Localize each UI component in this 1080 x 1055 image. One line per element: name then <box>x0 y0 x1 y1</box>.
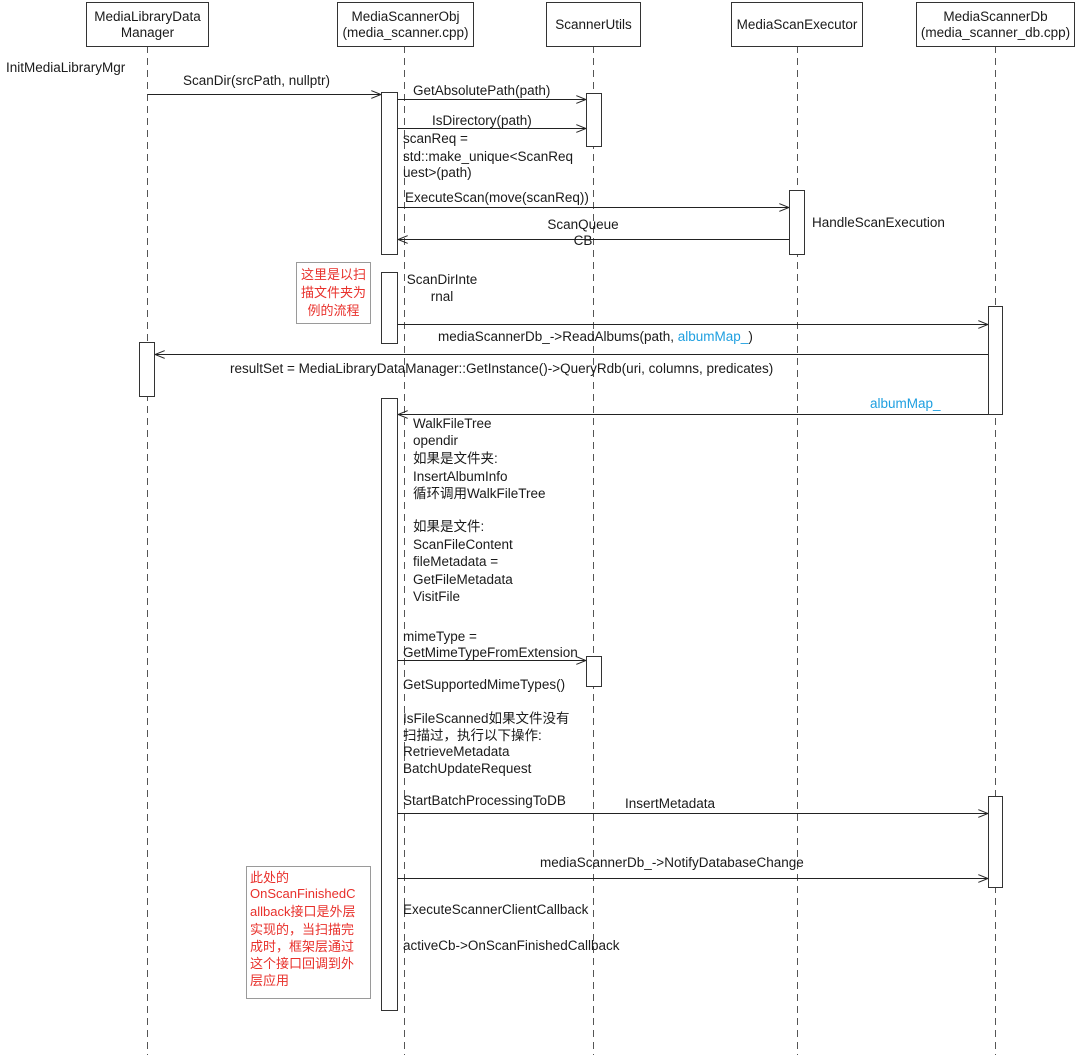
participant-media-scan-executor: MediaScanExecutor <box>731 2 863 47</box>
message-label-notify-database-change: mediaScannerDb_->NotifyDatabaseChange <box>540 855 804 870</box>
message-label-line: CB <box>574 233 593 248</box>
note-callback: 此处的 OnScanFinishedC allback接口是外层 实现的，当扫描… <box>246 866 371 999</box>
participant-name-line: ScannerUtils <box>555 17 632 32</box>
activation-bar-media-scanner-db <box>988 306 1003 415</box>
note-text-line: 实现的，当扫描完 <box>250 922 354 937</box>
message-label-line: opendir <box>413 433 459 448</box>
activation-bar-media-scanner-obj <box>381 398 398 1011</box>
message-label-on-scan-finished-callback: activeCb->OnScanFinishedCallback <box>403 938 620 953</box>
message-label-album-map-return: albumMap_ <box>870 396 941 411</box>
note-text-line: 成时，框架层通过 <box>250 939 354 954</box>
activation-bar-media-scan-executor <box>789 190 805 255</box>
note-text-line: 这个接口回调到外 <box>250 956 354 971</box>
participant-name-line: (media_scanner.cpp) <box>342 25 468 40</box>
participant-box <box>337 2 474 47</box>
message-label-line: IsFileScanned如果文件没有 <box>403 711 570 726</box>
message-label-line: GetFileMetadata <box>413 572 513 587</box>
message-label-execute-scan: ExecuteScan(move(scanReq)) <box>405 190 589 205</box>
note-text-line: 描文件夹为 <box>301 285 366 300</box>
participant-name-line: MediaScanExecutor <box>737 17 858 32</box>
message-label-is-directory: IsDirectory(path) <box>432 113 532 128</box>
participant-box <box>731 2 863 47</box>
message-label-start-batch-processing: StartBatchProcessingToDB <box>403 793 566 808</box>
message-label-line: WalkFileTree <box>413 416 492 431</box>
message-label-scan-dir: ScanDir(srcPath, nullptr) <box>183 73 330 88</box>
message-label-line: GetMimeTypeFromExtension <box>403 645 578 660</box>
activation-bar-scanner-utils <box>586 656 602 687</box>
message-label-scan-dir-internal: ScanDirInte rnal <box>407 272 478 304</box>
message-label-line: mimeType = <box>403 629 477 644</box>
participant-box <box>546 2 641 47</box>
message-label-query-rdb: resultSet = MediaLibraryDataManager::Get… <box>230 361 773 376</box>
note-scan-folder: 这里是以扫 描文件夹为 例的流程 <box>296 262 371 324</box>
note-text-line: 这里是以扫 <box>301 267 366 282</box>
message-label-line: 如果是文件: <box>413 519 484 534</box>
message-label-scan-queue-cb: ScanQueue CB <box>547 217 618 248</box>
note-box <box>296 262 371 324</box>
participant-media-library-data-manager: MediaLibraryData Manager <box>86 2 209 47</box>
message-label-read-albums: mediaScannerDb_->ReadAlbums(path, albumM… <box>438 329 753 344</box>
message-label-line: 如果是文件夹: <box>413 451 498 466</box>
participant-box <box>86 2 209 47</box>
message-label-line: ScanFileContent <box>413 537 513 552</box>
message-label-line: fileMetadata = <box>413 554 498 569</box>
message-label-line: rnal <box>431 289 454 304</box>
message-label-line: std::make_unique<ScanReq <box>403 149 573 164</box>
activation-bar-media-library-data-manager <box>139 342 155 397</box>
message-label-is-file-scanned: IsFileScanned如果文件没有 扫描过，执行以下操作: Retrieve… <box>403 711 570 776</box>
note-text-line: 此处的 <box>250 870 289 885</box>
message-label-line: RetrieveMetadata <box>403 744 510 759</box>
activation-bar-scanner-utils <box>586 93 602 147</box>
activation-bars <box>139 92 1003 1011</box>
activation-bar-media-scanner-obj <box>381 272 398 344</box>
message-label-insert-metadata: InsertMetadata <box>625 796 716 811</box>
note-text-line: 层应用 <box>250 973 289 988</box>
note-text-line: OnScanFinishedC <box>250 886 356 901</box>
participant-name-line: MediaScannerObj <box>351 9 459 24</box>
message-label-mime-type: mimeType = GetMimeTypeFromExtension <box>403 629 578 660</box>
activation-bar-media-scanner-obj <box>381 92 398 255</box>
message-label-line: ScanDirInte <box>407 272 478 287</box>
message-arrows <box>147 95 988 879</box>
message-label-get-absolute-path: GetAbsolutePath(path) <box>413 83 550 98</box>
message-label-line: 循环调用WalkFileTree <box>413 486 546 501</box>
participant-name-line: MediaScannerDb <box>943 9 1047 24</box>
message-label-read-albums-suffix: ) <box>748 329 753 344</box>
message-label-scan-req: scanReq = std::make_unique<ScanReq uest>… <box>403 131 573 180</box>
message-label-line: 扫描过，执行以下操作: <box>403 728 542 743</box>
message-label-read-albums-highlight: albumMap_ <box>678 329 749 344</box>
note-box <box>246 866 371 999</box>
participant-media-scanner-obj: MediaScannerObj (media_scanner.cpp) <box>337 2 474 47</box>
message-label-line: ScanQueue <box>547 217 618 232</box>
participant-scanner-utils: ScannerUtils <box>546 2 641 47</box>
message-label-handle-scan-execution: HandleScanExecution <box>812 215 945 230</box>
participant-name-line: (media_scanner_db.cpp) <box>921 25 1070 40</box>
message-label-line: InsertAlbumInfo <box>413 469 508 484</box>
message-label-line: scanReq = <box>403 131 468 146</box>
message-label-get-supported-mime-types: GetSupportedMimeTypes() <box>403 677 565 692</box>
message-label-execute-scanner-client-callback: ExecuteScannerClientCallback <box>403 902 589 917</box>
message-label-line: uest>(path) <box>403 165 472 180</box>
participant-media-scanner-db: MediaScannerDb (media_scanner_db.cpp) <box>916 2 1075 47</box>
participant-box <box>916 2 1075 47</box>
participant-name-line: MediaLibraryData <box>94 9 201 24</box>
message-label-line: BatchUpdateRequest <box>403 761 532 776</box>
message-label-walk-file-tree: WalkFileTree opendir 如果是文件夹: InsertAlbum… <box>413 416 546 604</box>
message-label-line: VisitFile <box>413 589 460 604</box>
activation-bar-media-scanner-db <box>988 796 1003 888</box>
message-labels: InitMediaLibraryMgr ScanDir(srcPath, nul… <box>6 60 945 953</box>
message-label-init-media-library-mgr: InitMediaLibraryMgr <box>6 60 126 75</box>
note-text-line: 例的流程 <box>307 303 359 318</box>
message-label-read-albums-prefix: mediaScannerDb_->ReadAlbums(path, <box>438 329 678 344</box>
participant-name-line: Manager <box>121 25 175 40</box>
note-text-line: allback接口是外层 <box>250 904 355 919</box>
